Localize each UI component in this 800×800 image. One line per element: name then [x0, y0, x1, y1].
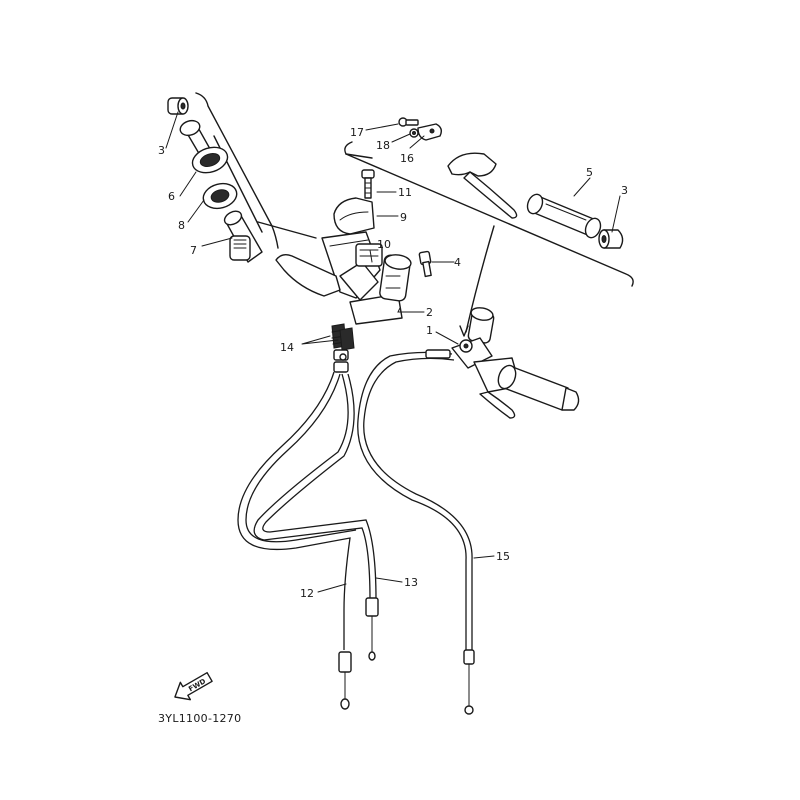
callout-8: 8	[178, 219, 185, 232]
callout-leaders	[165, 111, 621, 593]
right-grip-end-cap	[598, 229, 624, 249]
callout-14: 14	[280, 341, 294, 354]
throttle-tube	[223, 210, 263, 263]
brake-lever-upper	[447, 152, 518, 219]
callout-3-left: 3	[158, 144, 165, 157]
callout-4: 4	[454, 256, 461, 269]
cable-adjusters	[331, 323, 355, 373]
right-control-assembly	[451, 307, 521, 419]
right-grip	[526, 193, 602, 239]
callout-12: 12	[300, 587, 314, 600]
screw-11	[361, 169, 375, 199]
handlebar-clamp	[349, 254, 412, 325]
lever-pivot-hardware	[398, 117, 443, 141]
right-grip-assembled	[497, 364, 580, 411]
throttle-cable-12	[237, 371, 357, 710]
left-grip	[179, 119, 229, 174]
fwd-label: FWD	[187, 677, 207, 693]
callout-numbers: 3 6 8 7 11 9 10 2 4 1 17 18 16 14 12 13 …	[158, 126, 628, 600]
bolt-4	[418, 250, 432, 278]
callout-6: 6	[168, 190, 175, 203]
callout-3-right: 3	[621, 184, 628, 197]
callout-16: 16	[400, 152, 414, 165]
diagram-code: 3YL1100-1270	[158, 712, 241, 725]
callout-11: 11	[398, 186, 412, 199]
callout-17: 17	[350, 126, 364, 139]
callout-18: 18	[376, 139, 390, 152]
clutch-cable-15	[357, 349, 475, 715]
callout-7: 7	[190, 244, 197, 257]
callout-9: 9	[400, 211, 407, 224]
callout-15: 15	[496, 550, 510, 563]
throttle-body	[275, 231, 383, 301]
callout-2: 2	[426, 306, 433, 319]
forward-arrow-icon: FWD	[174, 671, 213, 701]
callout-10: 10	[377, 238, 391, 251]
switch-housing-upper	[333, 197, 375, 235]
washer	[202, 182, 238, 210]
right-group-bracket	[344, 141, 634, 337]
throttle-cable-13	[253, 373, 379, 661]
callout-1: 1	[426, 324, 433, 337]
callout-5: 5	[586, 166, 593, 179]
callout-13: 13	[404, 576, 418, 589]
